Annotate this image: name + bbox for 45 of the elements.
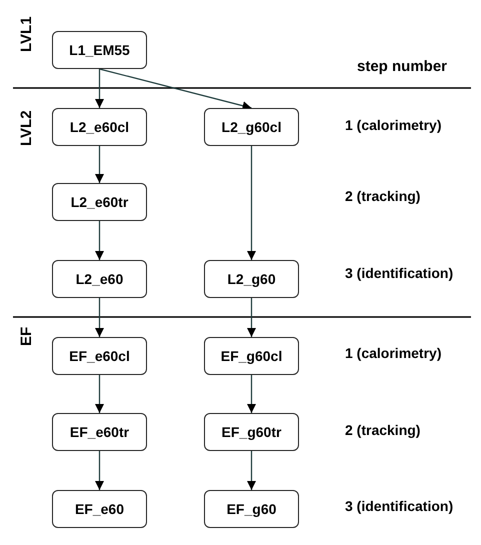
step-label: 3 (identification) <box>345 265 454 281</box>
arrow <box>99 68 252 110</box>
step-label: 2 (tracking) <box>345 188 420 204</box>
step-label: step number <box>357 58 448 75</box>
arrow <box>247 375 256 413</box>
step-label: 1 (calorimetry) <box>345 117 442 133</box>
process-box <box>52 413 147 451</box>
process-box <box>204 490 299 528</box>
arrow <box>247 146 256 260</box>
arrow <box>95 146 104 183</box>
process-box <box>52 337 147 375</box>
node-label: EF_g60cl <box>220 348 282 364</box>
step-label: 1 (calorimetry) <box>345 345 442 361</box>
node-label: L1_EM55 <box>69 42 130 58</box>
process-box <box>204 337 299 375</box>
arrow <box>247 451 256 490</box>
process-box <box>52 108 147 146</box>
process-box <box>52 183 147 221</box>
node-label: EF_g60tr <box>222 424 282 440</box>
process-box <box>52 31 147 69</box>
node-label: EF_e60cl <box>69 348 130 364</box>
node-label: L2_e60 <box>76 271 124 287</box>
node-label: L2_g60cl <box>222 119 282 135</box>
process-box <box>204 413 299 451</box>
step-label: 3 (identification) <box>345 498 454 514</box>
level-label: LVL2 <box>18 110 35 146</box>
arrow <box>247 298 256 337</box>
node-label: EF_e60 <box>74 501 124 517</box>
arrow <box>95 375 104 413</box>
arrow <box>95 298 104 337</box>
arrow <box>95 451 104 490</box>
process-box <box>204 260 299 298</box>
level-label: LVL1 <box>18 16 35 52</box>
node-label: L2_e60cl <box>70 119 130 135</box>
node-label: EF_e60tr <box>70 424 130 440</box>
arrow <box>95 221 104 260</box>
node-label: L2_e60tr <box>70 194 128 210</box>
node-label: L2_g60 <box>227 271 276 287</box>
process-box <box>204 108 299 146</box>
level-label: EF <box>18 326 35 346</box>
process-box <box>52 490 147 528</box>
step-label: 2 (tracking) <box>345 422 420 438</box>
process-box <box>52 260 147 298</box>
node-label: EF_g60 <box>226 501 276 517</box>
arrow <box>95 69 104 108</box>
